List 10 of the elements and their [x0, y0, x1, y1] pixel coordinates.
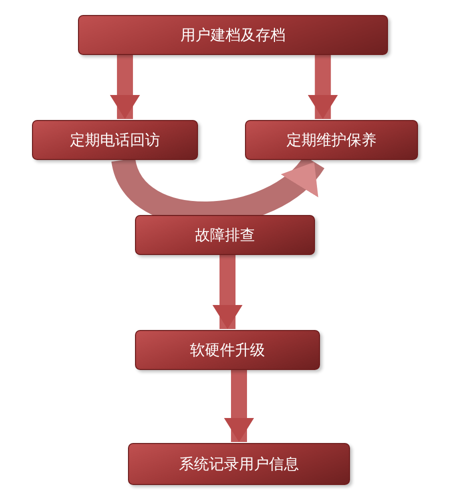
process-box: 定期维护保养: [245, 120, 418, 160]
process-box: 系统记录用户信息: [128, 443, 350, 485]
arrow: [110, 55, 140, 119]
arrow: [224, 370, 254, 442]
process-box: 定期电话回访: [32, 120, 198, 160]
process-box: 故障排查: [135, 215, 315, 255]
arrow: [308, 55, 338, 119]
process-box: 软硬件升级: [135, 330, 320, 370]
process-box: 用户建档及存档: [78, 15, 388, 55]
arrow: [212, 255, 242, 329]
